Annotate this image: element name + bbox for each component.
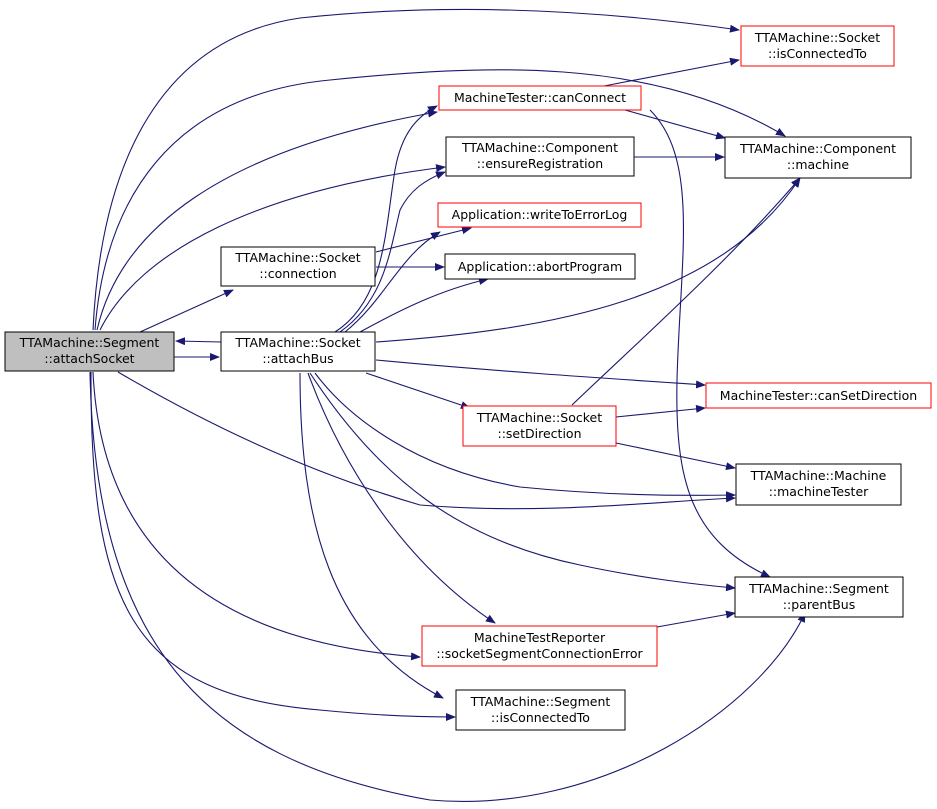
- edge-attachbus-canconnect: [334, 105, 438, 333]
- node-socket-connection[interactable]: TTAMachine::Socket ::connection: [220, 246, 376, 287]
- edge-attachsocket-segment-isconnectedto: [90, 371, 456, 721]
- edge-attachbus-ensure: [339, 171, 446, 333]
- node-label-line: ::socketSegmentConnectionError: [436, 646, 643, 661]
- node-label-line: ::setDirection: [498, 426, 582, 441]
- node-label-line: ::isConnectedTo: [768, 46, 867, 61]
- edge-setdir-machine: [571, 177, 801, 406]
- node-label-line: TTAMachine::Socket: [754, 30, 880, 45]
- node-label-line: Application::abortProgram: [458, 259, 622, 274]
- node-socket-isconnectedto[interactable]: TTAMachine::Socket ::isConnectedTo: [740, 25, 895, 67]
- node-machinetester-cansetdirection[interactable]: MachineTester::canSetDirection: [705, 382, 932, 409]
- node-label-line: TTAMachine::Socket: [234, 335, 360, 350]
- node-label-line: TTAMachine::Socket: [234, 250, 360, 265]
- node-machine-machinetester[interactable]: TTAMachine::Machine ::machineTester: [735, 463, 902, 506]
- node-label-line: ::attachBus: [262, 351, 333, 366]
- edge-attachsocket-ensure: [99, 164, 446, 331]
- node-label-line: ::isConnectedTo: [491, 710, 590, 725]
- node-application-writetoerrorlog[interactable]: Application::writeToErrorLog: [437, 202, 642, 228]
- node-reporter-socketsegmentconnectionerror[interactable]: MachineTestReporter ::socketSegmentConne…: [421, 625, 658, 667]
- node-machinetester-canconnect[interactable]: MachineTester::canConnect: [438, 85, 642, 111]
- edge-attachbus-abort: [359, 277, 489, 333]
- node-socket-setdirection[interactable]: TTAMachine::Socket ::setDirection: [462, 405, 617, 447]
- node-label-line: ::parentBus: [783, 597, 855, 612]
- node-label-line: ::connection: [259, 266, 336, 281]
- edge-attachbus-writelog: [344, 231, 441, 333]
- node-socket-attachbus[interactable]: TTAMachine::Socket ::attachBus: [220, 331, 376, 372]
- edge-attachbus-reporter: [307, 372, 496, 624]
- edge-attachsocket-reporter: [92, 371, 421, 661]
- edge-attachbus-segment-isconnectedto: [299, 372, 444, 699]
- node-application-abortprogram[interactable]: Application::abortProgram: [444, 253, 636, 280]
- edge-connection-writelog: [375, 226, 472, 253]
- edge-attachbus-setdir: [365, 372, 471, 409]
- edge-setdir-cansetdir: [615, 404, 706, 418]
- node-label-line: TTAMachine::Component: [739, 141, 896, 156]
- node-label-line: TTAMachine::Component: [461, 140, 618, 155]
- node-component-ensureregistration[interactable]: TTAMachine::Component ::ensureRegistrati…: [445, 136, 635, 177]
- edge-attachsocket-machinetester: [117, 371, 736, 510]
- node-label-line: TTAMachine::Segment: [748, 581, 889, 596]
- edge-attachbus-cansetdir: [375, 359, 706, 389]
- node-label-line: ::attachSocket: [44, 351, 134, 366]
- node-label-line: MachineTestReporter: [474, 630, 606, 645]
- node-label-line: ::machine: [787, 157, 849, 172]
- node-label-line: TTAMachine::Segment: [470, 694, 611, 709]
- node-label-line: TTAMachine::Segment: [19, 335, 160, 350]
- edge-attachsocket-canconnect: [96, 109, 438, 331]
- edge-attachsocket-parentbus: [89, 371, 806, 802]
- edge-canconnect-parentbus: [649, 109, 771, 578]
- edge-attachsocket-component-machine: [94, 69, 786, 331]
- nodes: TTAMachine::Segment ::attachSocket TTAMa…: [4, 25, 932, 731]
- edge-attachsocket-socket-isconnectedto: [92, 8, 740, 331]
- node-label-line: MachineTester::canConnect: [454, 90, 626, 105]
- edge-attachbus-machine: [375, 177, 801, 343]
- edge-canconnect-socket-isconnectedto: [603, 57, 740, 87]
- node-label-line: MachineTester::canSetDirection: [720, 388, 917, 403]
- edge-attachbus-parentbus: [309, 372, 736, 592]
- node-component-machine[interactable]: TTAMachine::Component ::machine: [724, 136, 912, 179]
- edge-setdir-machinetester: [615, 442, 736, 471]
- edge-attachbus-machinetester: [314, 372, 736, 500]
- edge-attachsocket-connection: [139, 289, 234, 333]
- node-segment-parentbus[interactable]: TTAMachine::Segment ::parentBus: [734, 576, 904, 618]
- edges: [89, 8, 806, 802]
- edge-attachbus-attachsocket: [175, 337, 222, 346]
- node-label-line: TTAMachine::Socket: [476, 410, 602, 425]
- edge-reporter-parentbus: [656, 610, 736, 628]
- edge-canconnect-machine: [624, 109, 726, 140]
- node-label-line: TTAMachine::Machine: [750, 468, 887, 483]
- node-segment-attachsocket[interactable]: TTAMachine::Segment ::attachSocket: [4, 331, 175, 372]
- node-segment-isconnectedto[interactable]: TTAMachine::Segment ::isConnectedTo: [455, 689, 626, 731]
- node-label-line: ::ensureRegistration: [477, 156, 603, 171]
- node-label-line: ::machineTester: [769, 484, 869, 499]
- node-label-line: Application::writeToErrorLog: [452, 207, 628, 222]
